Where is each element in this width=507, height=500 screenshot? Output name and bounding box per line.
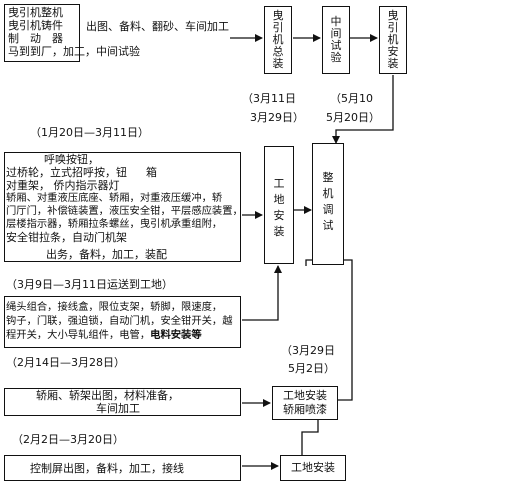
arrow-parts-to-site xyxy=(242,265,282,321)
control-box xyxy=(4,455,241,481)
whole-test-label: 整机调试 xyxy=(322,171,334,232)
car-line-1: 呼唤按钮， xyxy=(44,153,99,166)
parts-box xyxy=(4,296,241,348)
midtest-label: 中间试验 xyxy=(330,15,342,64)
car-box-word: 箱 xyxy=(146,166,157,179)
midtest-date-start: （5月10 xyxy=(330,92,373,105)
car-line-2: 过桥轮，立式招呼按，钮 xyxy=(6,166,127,179)
site-install-label: 工地安装 xyxy=(273,177,285,238)
source-line-2: 曳引机铸件 xyxy=(8,19,63,32)
car-line-3: 对重架， 侨内指示器灯 xyxy=(6,179,120,192)
parts-line-3-text: 程开关，大小导轧组件，电管， xyxy=(6,329,151,341)
install-label: 曳引机安装 xyxy=(387,9,399,70)
assembly-label: 曳引机总装 xyxy=(272,9,284,70)
install-box xyxy=(379,6,407,74)
frame-box xyxy=(4,388,241,416)
car-process: 出务，备料，加工，装配 xyxy=(46,248,167,261)
site-install-box xyxy=(264,146,294,264)
whole-test-box xyxy=(312,143,344,265)
line-frame-dest-up xyxy=(305,259,353,401)
parts-period: （2月14日—3月28日） xyxy=(6,356,125,369)
frame-date-end: 5月2日） xyxy=(288,362,335,375)
assembly-box xyxy=(264,6,292,74)
midtest-date-end: 5月20日） xyxy=(326,111,380,124)
car-line-4: 轿厢、对重液压底座、轿厢，对重液压缓冲，轿 xyxy=(6,192,223,204)
parts-line-2: 钩子，门联，强迫锁，自动门机，安全钳开关，越 xyxy=(6,315,233,327)
source-line-3: 制 动 器 xyxy=(8,32,63,45)
arrow-install-to-test xyxy=(332,75,394,144)
frame-dest-line-2: 轿厢喷漆 xyxy=(283,403,327,416)
assembly-date-end: 3月29日） xyxy=(250,111,304,124)
frame-dest-box xyxy=(272,386,338,420)
car-line-5: 门厅门，补偿链装置，液压安全钳，平层感应装置， xyxy=(6,205,243,217)
frame-dest-line-1: 工地安装 xyxy=(283,389,327,402)
parts-line-1: 绳头组合，接线盒，限位支架，轿脚，限速度， xyxy=(6,301,223,313)
frame-period: （2月2日—3月20日） xyxy=(12,433,124,446)
assembly-date-start: （3月11日 xyxy=(242,92,296,105)
source-box-traction-parts xyxy=(4,4,80,62)
source-period: （1月20日—3月11日） xyxy=(30,126,149,139)
midtest-box xyxy=(322,6,350,74)
frame-date-start: （3月29日 xyxy=(281,344,335,357)
control-dest-box xyxy=(280,455,346,481)
frame-line-2: 车间加工 xyxy=(96,402,140,415)
frame-line-1: 轿厢、轿架出图，材料准备， xyxy=(36,389,179,402)
car-line-6: 层楼指示器，轿厢拉条螺丝，曳引机承重组附， xyxy=(6,218,223,230)
control-dest-label: 工地安装 xyxy=(291,461,335,474)
source-line-1: 曳引机整机 xyxy=(8,6,63,19)
parts-line-3: 程开关，大小导轧组件，电管，电料安装等 xyxy=(6,329,202,342)
source-process: 出图、备料、翻砂、车间加工 xyxy=(86,20,229,33)
car-line-7: 安全钳拉条，自动门机架 xyxy=(6,231,127,244)
source-line-4: 马到到厂，加工，中间试验 xyxy=(8,45,140,58)
line-control-dest-up xyxy=(301,420,319,455)
car-components-box xyxy=(4,152,241,262)
control-text: 控制屏出图，备料，加工，接线 xyxy=(30,462,184,475)
parts-line-3-bold: 电料安装等 xyxy=(150,329,202,341)
car-period: （3月9日—3月11日运送到工地） xyxy=(6,278,173,291)
